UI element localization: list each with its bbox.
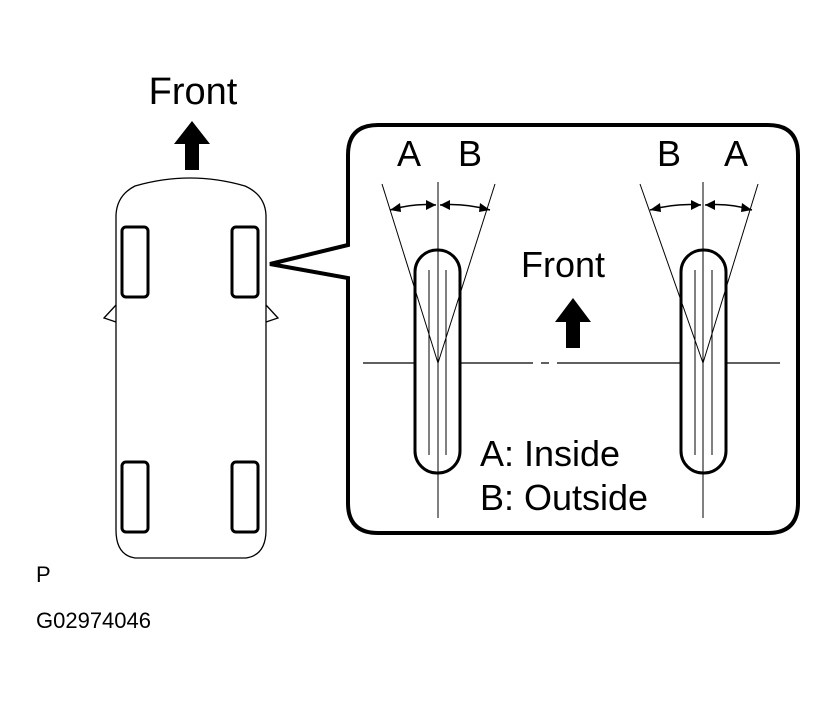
left-label-b: B (458, 133, 482, 174)
detail-front-label: Front (521, 244, 605, 285)
car-front-arrow-icon (174, 121, 210, 170)
right-arrowhead-icon (650, 203, 661, 212)
right-wheel-detail (639, 182, 759, 518)
legend-inside: A: Inside (480, 433, 620, 474)
figure-code: G02974046 (36, 608, 151, 633)
left-mirror (102, 304, 117, 323)
right-mirror (265, 304, 280, 323)
right-inside-angle-line (702, 183, 759, 364)
car-top-view (102, 177, 280, 559)
front-right-wheel (230, 225, 260, 299)
left-wheel-detail (381, 182, 496, 518)
left-inside-angle-line (381, 183, 439, 364)
detail-callout-box (269, 123, 800, 535)
detail-front-arrow-icon (555, 298, 591, 348)
right-label-a: A (724, 133, 748, 174)
left-arrowhead-icon (390, 203, 401, 212)
right-label-b: B (657, 133, 681, 174)
front-left-wheel (120, 225, 150, 299)
corner-mark: P (36, 562, 51, 587)
left-label-a: A (397, 133, 421, 174)
left-outside-angle-line (437, 183, 496, 364)
legend-outside: B: Outside (480, 477, 648, 518)
rear-right-wheel (230, 460, 260, 534)
car-front-label: Front (149, 71, 238, 113)
rear-left-wheel (120, 460, 150, 534)
car-body-outline (115, 177, 267, 559)
right-outside-angle-line (639, 183, 704, 364)
